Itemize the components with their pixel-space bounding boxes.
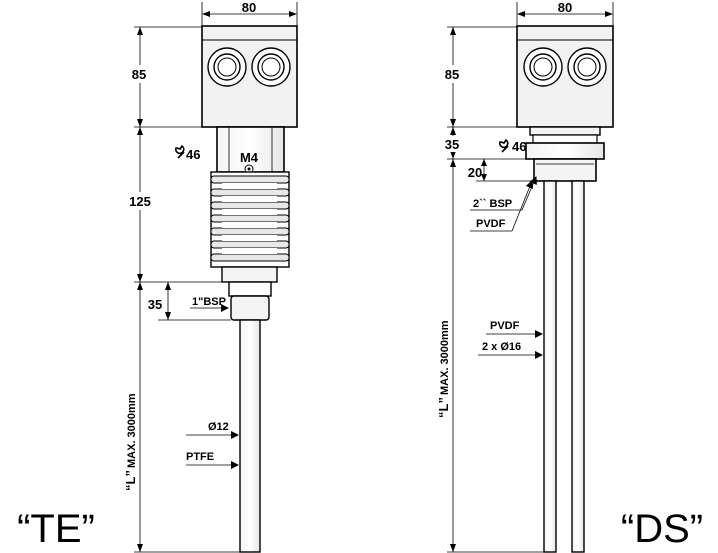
ds-leaders: 2`` BSP PVDF PVDF 2 x Ø16	[470, 176, 543, 359]
ds-rod-material: PVDF	[490, 320, 520, 332]
ds-title: “DS”	[621, 507, 703, 551]
te-width-dimension: 80	[201, 0, 298, 28]
te-neck: M4	[216, 126, 285, 174]
te-length-label: MAX. 3000mm	[126, 393, 138, 468]
ds-head-height: 85	[445, 67, 459, 82]
te-m4-label: M4	[240, 150, 259, 165]
cable-gland-icon	[567, 47, 607, 87]
ds-wrench-size: 46	[512, 139, 526, 154]
te-height-dimensions: 85 125 35 “L” MAX. 3000mm	[122, 26, 240, 553]
ds-wrench: 46	[498, 138, 526, 154]
te-length-label-group: “L” MAX. 3000mm	[122, 388, 138, 492]
te-probe-view: 80 M4	[17, 0, 298, 553]
ds-rod-right	[571, 180, 585, 553]
cable-gland-icon	[207, 47, 247, 87]
te-title: “TE”	[17, 507, 95, 551]
te-diameter-label: Ø12	[208, 421, 229, 433]
ds-flange	[525, 126, 605, 182]
te-neck-height: 125	[129, 194, 151, 209]
te-length-prefix: “L”	[123, 470, 138, 491]
te-head-height: 85	[132, 67, 146, 82]
cable-gland-icon	[251, 47, 291, 87]
te-material-label: PTFE	[186, 451, 214, 463]
ds-thread-label: 2`` BSP	[473, 198, 512, 210]
te-wrench: 46	[174, 144, 200, 162]
ds-height-dimensions: 85 35 20 “L” MAX. 3000mm	[435, 26, 544, 553]
te-leaders: 1"BSP Ø12 PTFE	[186, 296, 239, 469]
ds-length-prefix: “L”	[436, 397, 451, 418]
ds-probe-view: 80	[435, 0, 703, 553]
te-thread-fitting	[221, 266, 278, 321]
ds-width-label: 80	[558, 0, 572, 15]
te-width-label: 80	[242, 0, 256, 15]
ds-head	[516, 25, 614, 128]
ds-thread-material: PVDF	[476, 218, 506, 230]
ds-length-label-group: “L” MAX. 3000mm	[435, 315, 451, 419]
ds-width-dimension: 80	[516, 0, 614, 28]
te-thread-label: 1"BSP	[192, 296, 226, 308]
te-ptfe-rod	[239, 319, 261, 553]
ds-rod-left	[543, 180, 557, 553]
ds-wrench-height: 35	[445, 137, 459, 152]
te-cooling-fins	[210, 171, 290, 268]
wrench-icon	[174, 144, 185, 159]
te-wrench-size: 46	[186, 147, 200, 162]
ds-thread-height: 20	[468, 165, 482, 180]
ds-rods-label: 2 x Ø16	[482, 341, 521, 353]
te-thread-height: 35	[148, 297, 162, 312]
te-head	[201, 25, 298, 128]
ds-length-label: MAX. 3000mm	[439, 320, 451, 395]
wrench-icon	[498, 138, 509, 153]
cable-gland-icon	[523, 47, 563, 87]
